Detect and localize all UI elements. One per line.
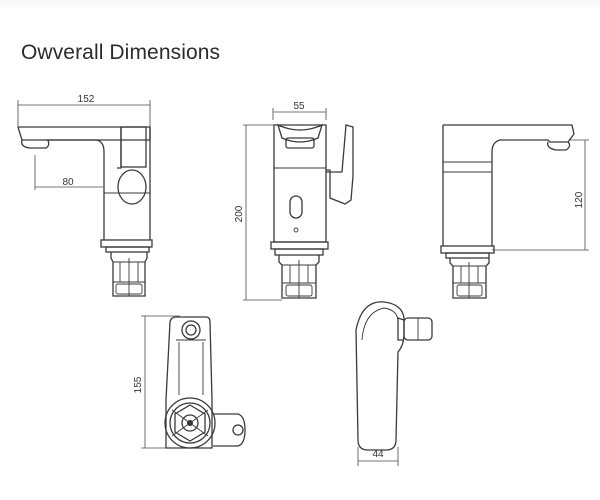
dimension-55: 55 bbox=[293, 101, 305, 112]
top-view: 155 bbox=[133, 315, 246, 449]
rear-spout bbox=[443, 124, 575, 246]
rear-view: 120 bbox=[440, 124, 589, 299]
lever-knob bbox=[117, 169, 147, 205]
side-view: 55 200 bbox=[234, 101, 354, 301]
dimension-44: 44 bbox=[372, 449, 384, 460]
sensor-dot bbox=[293, 227, 299, 233]
lever-handle bbox=[355, 301, 405, 451]
lever-edge bbox=[117, 127, 122, 169]
dimension-155: 155 bbox=[133, 376, 144, 393]
sensor-window bbox=[289, 195, 303, 219]
top-lever bbox=[213, 413, 246, 447]
rear-base-plate bbox=[440, 245, 495, 254]
page-title: Owverall Dimensions bbox=[21, 41, 221, 65]
dimension-200: 200 bbox=[234, 205, 245, 222]
body-left-edge bbox=[46, 139, 105, 240]
spout-outlet bbox=[21, 139, 50, 149]
dimension-152: 152 bbox=[78, 94, 95, 105]
top-flange bbox=[164, 397, 216, 449]
dimension-80: 80 bbox=[62, 177, 74, 188]
base-plate bbox=[100, 239, 153, 248]
lever-upper bbox=[120, 126, 147, 168]
top-body-outline bbox=[165, 316, 213, 449]
top-aerator bbox=[181, 320, 201, 340]
top-strip bbox=[0, 0, 600, 10]
rear-outlet bbox=[547, 141, 571, 151]
lever-view: 44 bbox=[355, 301, 433, 466]
spout-top bbox=[17, 126, 151, 141]
side-lever bbox=[326, 124, 354, 205]
side-base-plate bbox=[270, 241, 329, 250]
spout-face bbox=[276, 123, 324, 143]
dimension-120: 120 bbox=[574, 191, 585, 208]
rear-shank bbox=[449, 258, 490, 299]
front-view: 152 80 bbox=[17, 94, 153, 297]
base-ring bbox=[105, 246, 150, 253]
top-hex-nut bbox=[174, 404, 206, 442]
aerator bbox=[285, 137, 315, 149]
